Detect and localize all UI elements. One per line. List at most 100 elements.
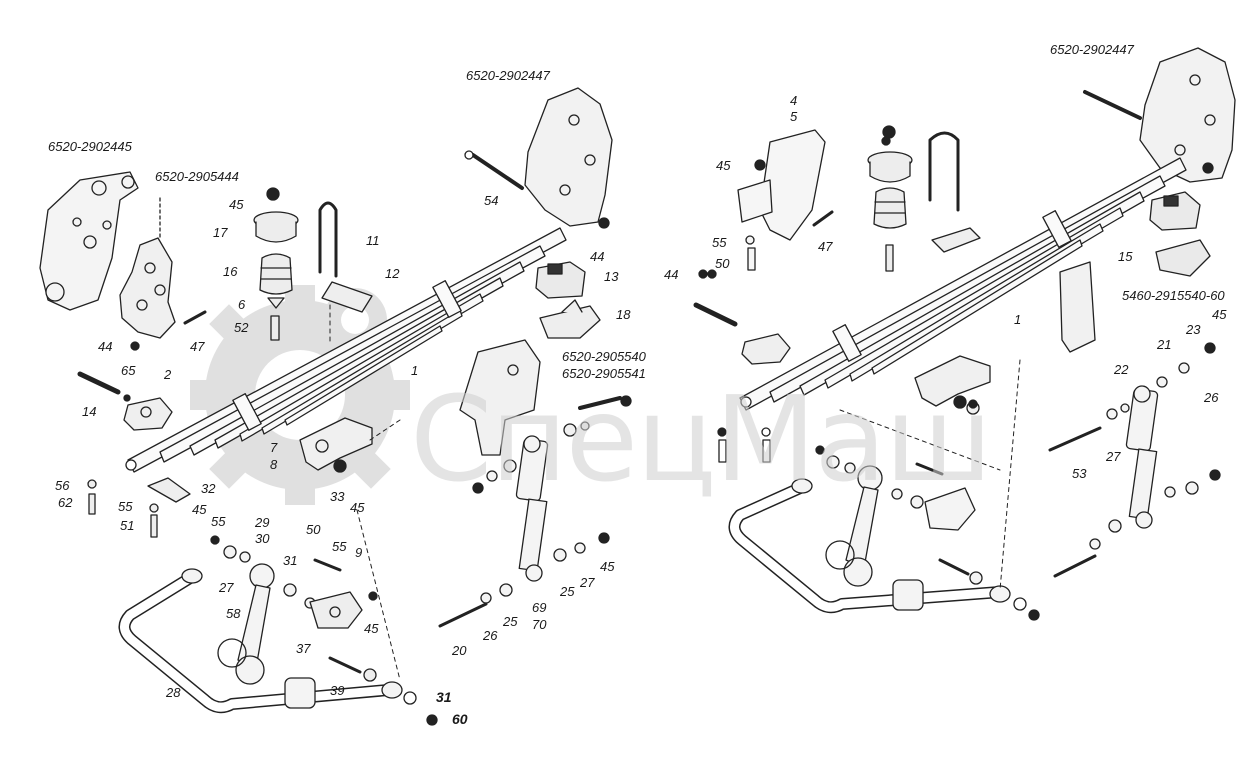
plate-4-5 — [737, 129, 834, 271]
callout-55: 55 — [118, 499, 133, 514]
label-6520-2905540: 6520-2905540 — [562, 349, 646, 364]
callout-45: 45 — [600, 559, 615, 574]
callout-69: 69 — [532, 600, 547, 615]
callout-21: 21 — [1157, 337, 1172, 352]
stabilizer-bar-right — [728, 478, 1040, 621]
label-6520-2902447-left: 6520-2902447 — [466, 68, 550, 83]
callout-31: 31 — [436, 689, 452, 705]
callout-55: 55 — [712, 235, 727, 250]
callout-30: 30 — [255, 531, 270, 546]
callout-45: 45 — [229, 197, 244, 212]
callout-8: 8 — [270, 457, 278, 472]
callout-26: 26 — [483, 628, 498, 643]
spring-bracket-left — [464, 87, 613, 229]
label-6520-2905541: 6520-2905541 — [562, 366, 646, 381]
callout-55: 55 — [332, 539, 347, 554]
callout-54: 54 — [484, 193, 499, 208]
label-6520-2902445: 6520-2902445 — [48, 139, 132, 154]
shock-mount-right — [1059, 261, 1096, 353]
nut-44-left — [130, 341, 140, 351]
shock-absorber-right — [1048, 342, 1221, 578]
callout-53: 53 — [1072, 466, 1087, 481]
callout-45: 45 — [716, 158, 731, 173]
pad-13 — [535, 261, 586, 299]
callout-56: 56 — [55, 478, 70, 493]
callout-1: 1 — [1014, 312, 1022, 327]
callout-47: 47 — [190, 339, 205, 354]
callout-16: 16 — [223, 264, 238, 279]
front-bracket-left — [39, 171, 139, 311]
stabilizer-bracket-9 — [309, 558, 378, 682]
callout-9: 9 — [355, 545, 363, 560]
callout-52: 52 — [234, 320, 249, 335]
callout-60: 60 — [452, 711, 468, 727]
callout-25: 25 — [560, 584, 575, 599]
callout-58: 58 — [226, 606, 241, 621]
callout-44: 44 — [664, 267, 679, 282]
guide-lines-right — [839, 359, 1021, 591]
callout-28: 28 — [166, 685, 181, 700]
stabilizer-bracket-right — [914, 355, 991, 415]
callout-45: 45 — [192, 502, 207, 517]
callout-18: 18 — [616, 307, 631, 322]
u-bolt-left — [318, 201, 373, 313]
callout-39: 39 — [330, 683, 345, 698]
callout-25: 25 — [503, 614, 518, 629]
callout-50: 50 — [306, 522, 321, 537]
callout-55: 55 — [211, 514, 226, 529]
shackle-right — [693, 269, 791, 365]
callout-70: 70 — [532, 617, 547, 632]
bolt-47-left — [183, 310, 207, 325]
pins-right — [707, 136, 978, 463]
callout-62: 62 — [58, 495, 73, 510]
callout-23: 23 — [1186, 322, 1201, 337]
callout-50: 50 — [715, 256, 730, 271]
callout-45: 45 — [350, 500, 365, 515]
label-5460-2915540-60: 5460-2915540-60 — [1122, 288, 1225, 303]
clamp-32 — [87, 477, 191, 538]
callout-1: 1 — [411, 363, 419, 378]
stabilizer-link-left — [210, 535, 316, 709]
callout-15: 15 — [1118, 249, 1133, 264]
buffer-stack-left — [253, 187, 299, 341]
callout-31: 31 — [283, 553, 298, 568]
label-6520-2902447-right: 6520-2902447 — [1050, 42, 1134, 57]
spring-bracket-right — [1083, 47, 1236, 183]
pad-15 — [1149, 191, 1211, 277]
callout-20: 20 — [452, 643, 467, 658]
callout-45: 45 — [364, 621, 379, 636]
guide-lines-left — [329, 304, 401, 681]
callout-17: 17 — [213, 225, 228, 240]
callout-6: 6 — [238, 297, 246, 312]
callout-27: 27 — [1106, 449, 1121, 464]
leaf-spring-right — [739, 157, 1187, 411]
callout-13: 13 — [604, 269, 619, 284]
callout-32: 32 — [201, 481, 216, 496]
shackle-left — [77, 371, 173, 431]
callout-33: 33 — [330, 489, 345, 504]
callout-2: 2 — [164, 367, 172, 382]
stabilizer-bracket-left — [299, 417, 373, 473]
callout-51: 51 — [120, 518, 135, 533]
callout-26: 26 — [1204, 390, 1219, 405]
callout-7: 7 — [270, 440, 278, 455]
callout-44: 44 — [590, 249, 605, 264]
callout-4: 4 — [790, 93, 798, 108]
callout-27: 27 — [219, 580, 234, 595]
callout-37: 37 — [296, 641, 311, 656]
stabilizer-link-right — [815, 445, 983, 611]
label-6520-2905444: 6520-2905444 — [155, 169, 239, 184]
callout-11: 11 — [366, 233, 380, 248]
callout-65: 65 — [121, 363, 136, 378]
buffer-stack-right — [867, 125, 913, 272]
rear-bracket-left — [119, 197, 176, 339]
callout-29: 29 — [255, 515, 270, 530]
stabilizer-bar-left — [118, 568, 438, 726]
shock-absorber-left — [438, 435, 610, 628]
callout-27: 27 — [580, 575, 595, 590]
pad-18 — [539, 299, 601, 339]
leaf-spring-left — [125, 227, 567, 473]
u-bolt-right — [928, 131, 981, 253]
